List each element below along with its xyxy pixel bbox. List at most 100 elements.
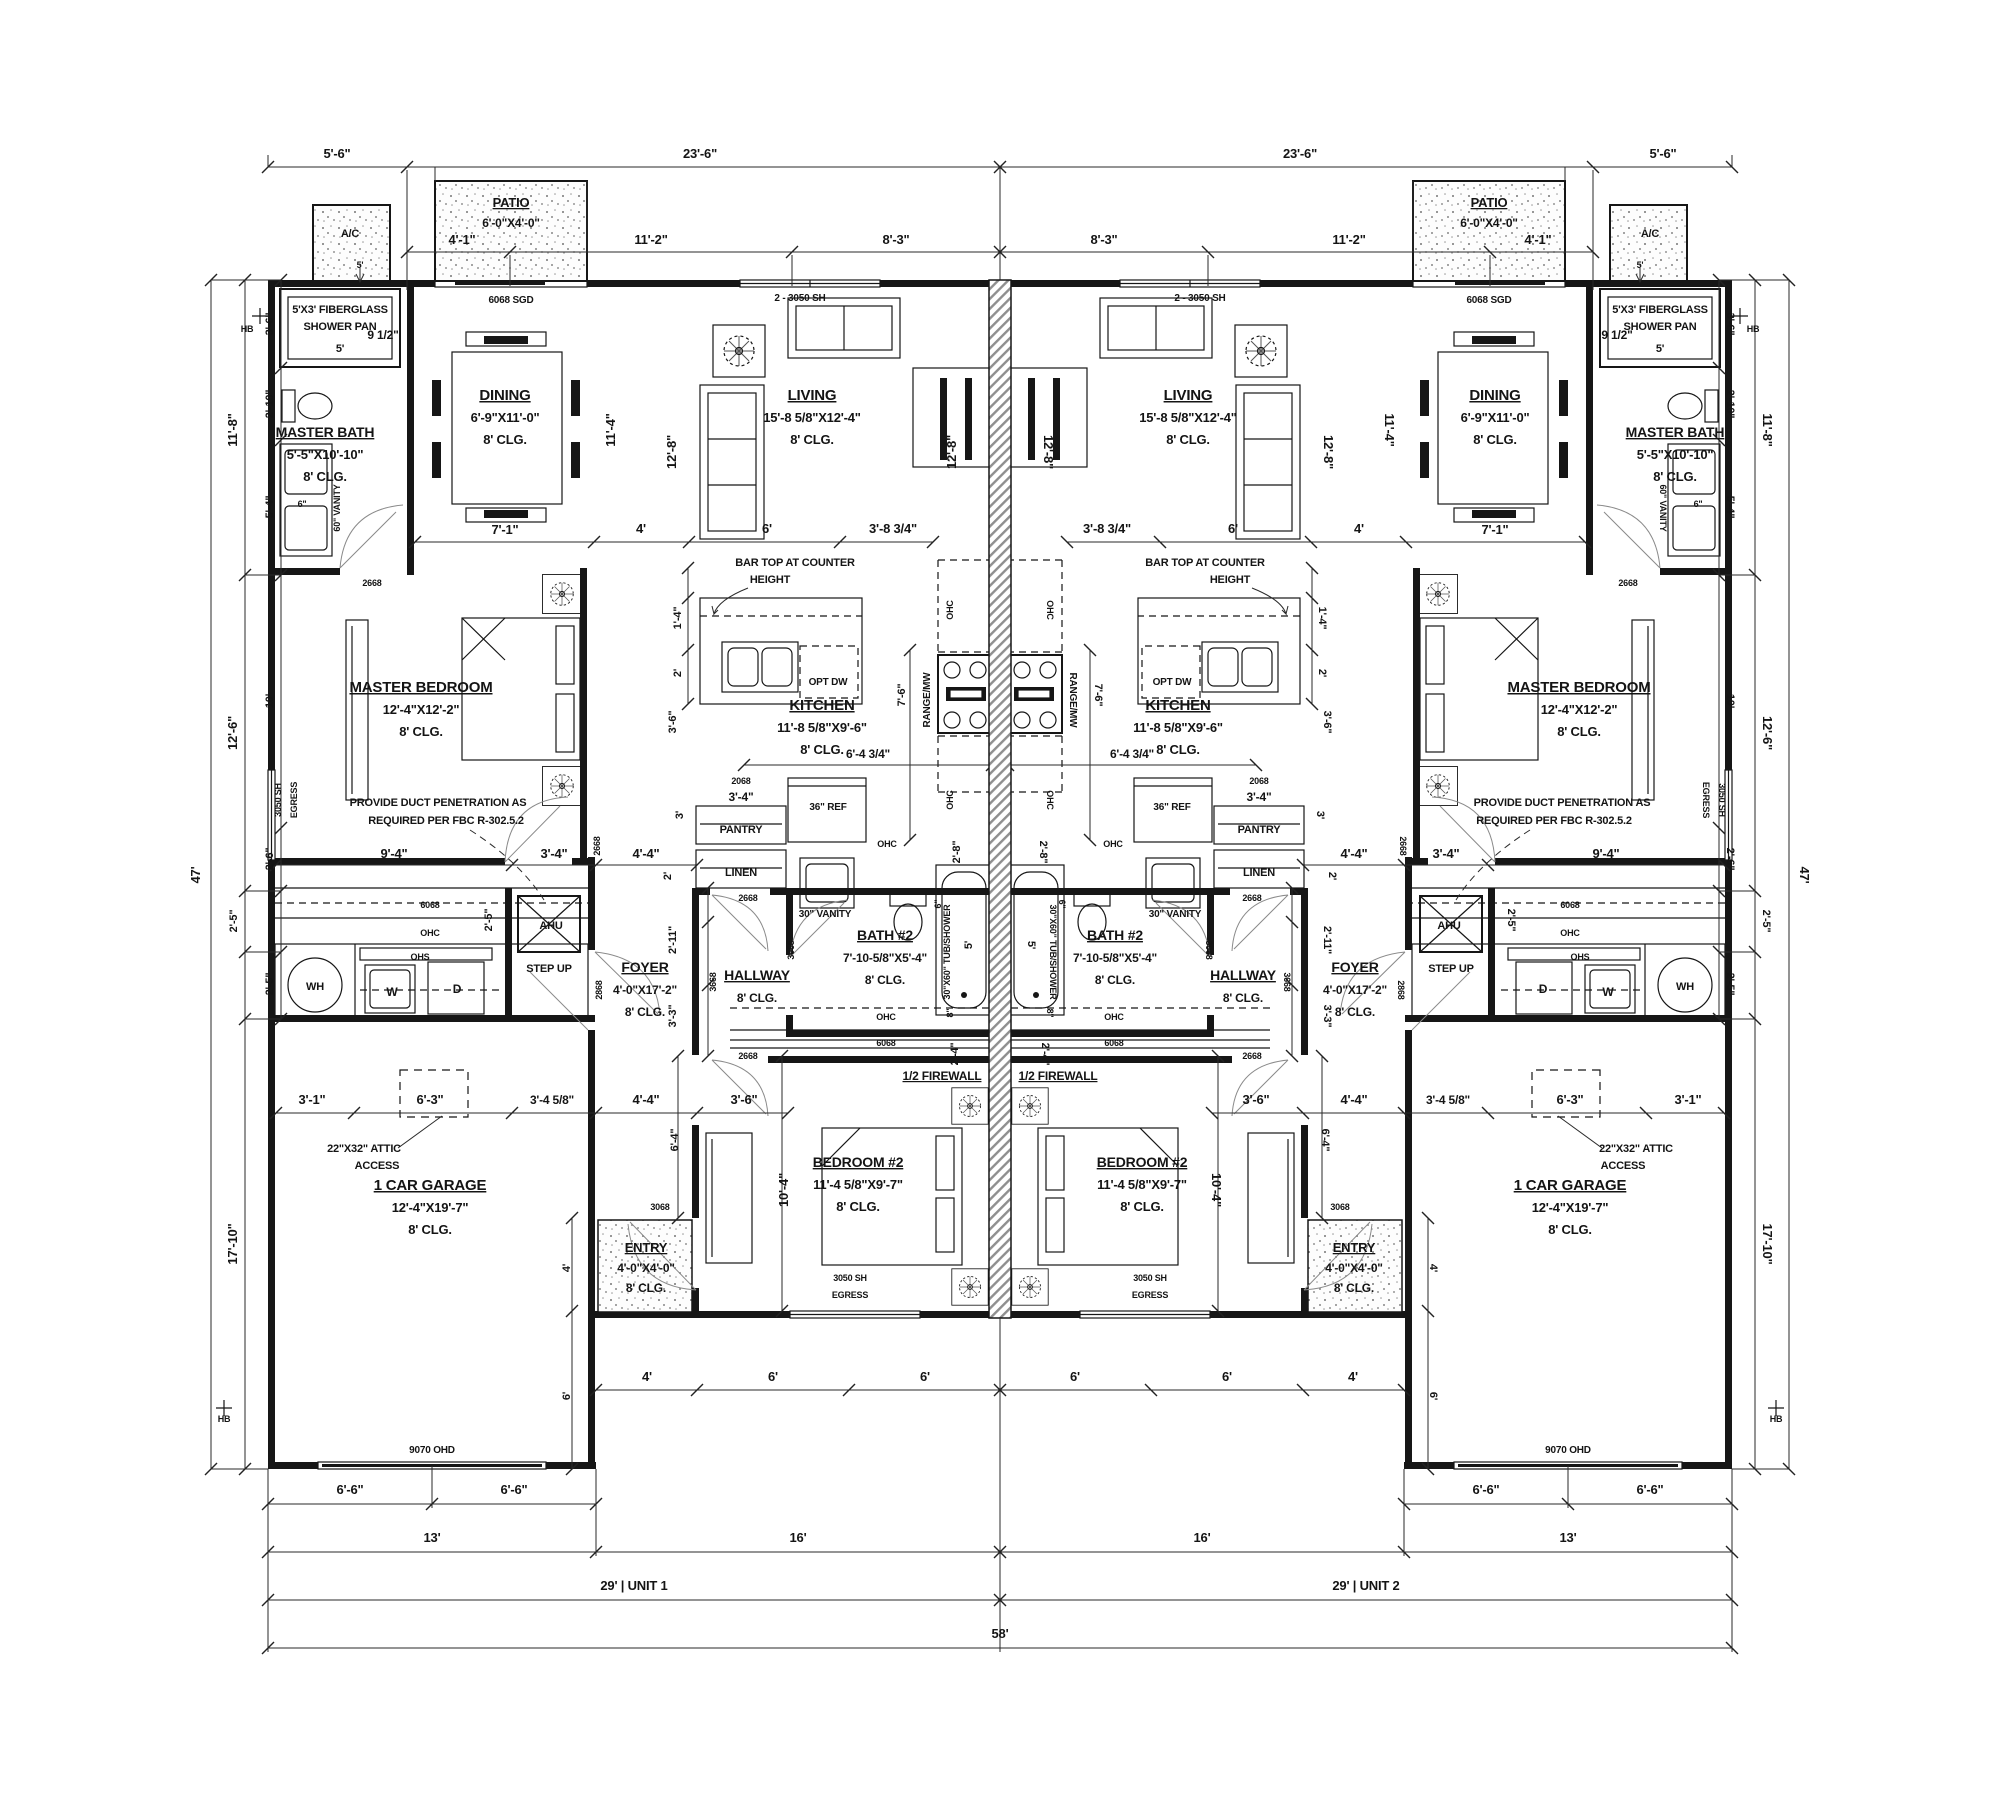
annotation-label: 2668 xyxy=(1398,836,1408,855)
room-label: 4'-0"X4'-0" xyxy=(1325,1261,1383,1275)
dimension-label: 4'-1" xyxy=(1524,232,1551,247)
dimension-label: 6" xyxy=(1057,900,1067,909)
room-label: 7'-10-5/8"X5'-4" xyxy=(1073,951,1157,965)
annotation-label: 6068 xyxy=(1560,900,1579,910)
annotation-label: 6068 SGD xyxy=(488,295,533,306)
room-label: PATIO xyxy=(1471,195,1508,210)
dimension-label: 3'-3" xyxy=(667,1005,679,1028)
annotation-label: 2668 xyxy=(1242,1051,1261,1061)
dimension-label: 3'-6" xyxy=(1321,711,1333,734)
dimension-label: 5'-4" xyxy=(1724,496,1736,519)
dimension-label: 13' xyxy=(424,1530,441,1545)
room-label: 6'-0"X4'-0" xyxy=(1460,216,1518,230)
dimension-label: 2'-5" xyxy=(1724,973,1736,996)
annotation-label: SHOWER PAN xyxy=(1624,321,1697,333)
annotation-label: PANTRY xyxy=(720,824,764,836)
unit-2-graphics xyxy=(994,155,1795,1654)
dimension-label: 10' xyxy=(1724,694,1736,709)
annotation-label: 60" VANITY xyxy=(332,484,342,531)
room-label: 5'-5"X10'-10" xyxy=(287,447,364,462)
dimension-label: 3'-6" xyxy=(1242,1092,1269,1107)
dimension-label: 2'-4" xyxy=(1039,1043,1051,1066)
dimension-label: 6'-6" xyxy=(500,1482,527,1497)
dimension-label: 11'-2" xyxy=(1332,232,1365,247)
annotation-label: 3050 SH xyxy=(273,783,283,817)
dimension-label: 3'-4" xyxy=(540,846,567,861)
room-label: BATH #2 xyxy=(1087,927,1143,943)
dimension-label: 16' xyxy=(1194,1530,1211,1545)
room-label: 8' CLG. xyxy=(836,1199,880,1214)
annotation-label: 5' xyxy=(1025,941,1037,950)
annotation-label: EGRESS xyxy=(1701,782,1711,819)
annotation-label: 3050 SH xyxy=(1133,1273,1167,1283)
annotation-label: 2068 xyxy=(1249,776,1268,786)
unit-1-graphics xyxy=(205,155,1006,1654)
annotation-label: EGRESS xyxy=(1132,1290,1169,1300)
dimension-label: 9'-4" xyxy=(380,846,407,861)
dimension-label: 6'-6" xyxy=(1636,1482,1663,1497)
annotation-label: 1/2 FIREWALL xyxy=(903,1069,982,1083)
dimension-label: 1'-4" xyxy=(1316,607,1328,630)
dimension-label: 9 1/2" xyxy=(367,328,398,342)
annotation-label: OHC xyxy=(877,839,897,849)
dimension-label: 6' xyxy=(1070,1369,1080,1384)
annotation-label: 3068 xyxy=(1204,940,1214,959)
annotation-label: 2 - 3050 SH xyxy=(1174,293,1225,304)
dimension-label: 6'-6" xyxy=(1472,1482,1499,1497)
dimension-label: 9'-4" xyxy=(1592,846,1619,861)
room-label: 8' CLG. xyxy=(399,724,443,739)
room-label: 11'-8 5/8"X9'-6" xyxy=(1133,720,1223,735)
room-label: MASTER BATH xyxy=(1626,424,1725,440)
dimension-label: 6" xyxy=(933,900,943,909)
dimension-label: 10'-4" xyxy=(1209,1173,1224,1207)
dimension-label: 2'-4" xyxy=(949,1043,961,1066)
annotation-label: 6068 SGD xyxy=(1466,295,1511,306)
dimension-label: 3'-8 3/4" xyxy=(1083,521,1131,536)
room-label: 8' CLG. xyxy=(625,1005,665,1019)
dimension-label: 6'-4 3/4" xyxy=(846,747,890,761)
dimension-label: 3' xyxy=(674,810,686,819)
dimension-label: 11'-2" xyxy=(634,232,667,247)
room-label: 8' CLG. xyxy=(408,1222,452,1237)
annotation-label: D xyxy=(453,982,462,996)
annotation-label: 6068 xyxy=(876,1038,895,1048)
dimension-label: 29' | UNIT 2 xyxy=(1332,1578,1399,1593)
annotation-label: 6068 xyxy=(420,900,439,910)
dimension-label: 2'-10" xyxy=(1724,390,1736,419)
dimension-label: 2'-6" xyxy=(264,848,276,871)
dimension-label: 2'-5" xyxy=(264,973,276,996)
annotation-label: 2668 xyxy=(1618,578,1637,588)
dimension-label: 47' xyxy=(188,866,203,883)
dimension-label: 7'-1" xyxy=(1481,522,1508,537)
room-label: 8' CLG. xyxy=(483,432,527,447)
annotation-label: EGRESS xyxy=(832,1290,869,1300)
room-label: LIVING xyxy=(788,387,837,404)
room-label: 6'-9"X11'-0" xyxy=(471,410,540,425)
annotation-label: AHU xyxy=(539,920,562,932)
dimension-label: 6' xyxy=(1222,1369,1232,1384)
dimension-label: 6'-6" xyxy=(336,1482,363,1497)
dimension-label: 47' xyxy=(1797,867,1812,884)
room-label: 11'-8 5/8"X9'-6" xyxy=(777,720,867,735)
room-label: FOYER xyxy=(1331,959,1378,975)
room-label: 12'-4"X19'-7" xyxy=(392,1200,469,1215)
annotation-label: LINEN xyxy=(1243,867,1275,879)
room-label: 8' CLG. xyxy=(800,742,844,757)
room-label: BEDROOM #2 xyxy=(813,1154,904,1170)
annotation-label: LINEN xyxy=(725,867,757,879)
dimension-label: 12'-6" xyxy=(1760,716,1775,750)
room-label: 15'-8 5/8"X12'-4" xyxy=(1139,410,1237,425)
dimension-label: 3'-8 3/4" xyxy=(869,521,917,536)
annotation-label: 36" REF xyxy=(809,802,846,813)
annotation-label: 2668 xyxy=(592,836,602,855)
room-label: ENTRY xyxy=(625,1240,668,1255)
annotation-label: HB xyxy=(1770,1414,1783,1424)
annotation-label: EGRESS xyxy=(289,782,299,819)
dimension-label: 12'-8" xyxy=(664,435,679,469)
room-label: KITCHEN xyxy=(789,697,854,714)
dimension-label: 11'-4" xyxy=(1382,413,1397,446)
annotation-label: W xyxy=(1602,985,1614,999)
dimension-label: 2' xyxy=(662,871,674,880)
dimension-label: 2'-11" xyxy=(1321,926,1333,954)
